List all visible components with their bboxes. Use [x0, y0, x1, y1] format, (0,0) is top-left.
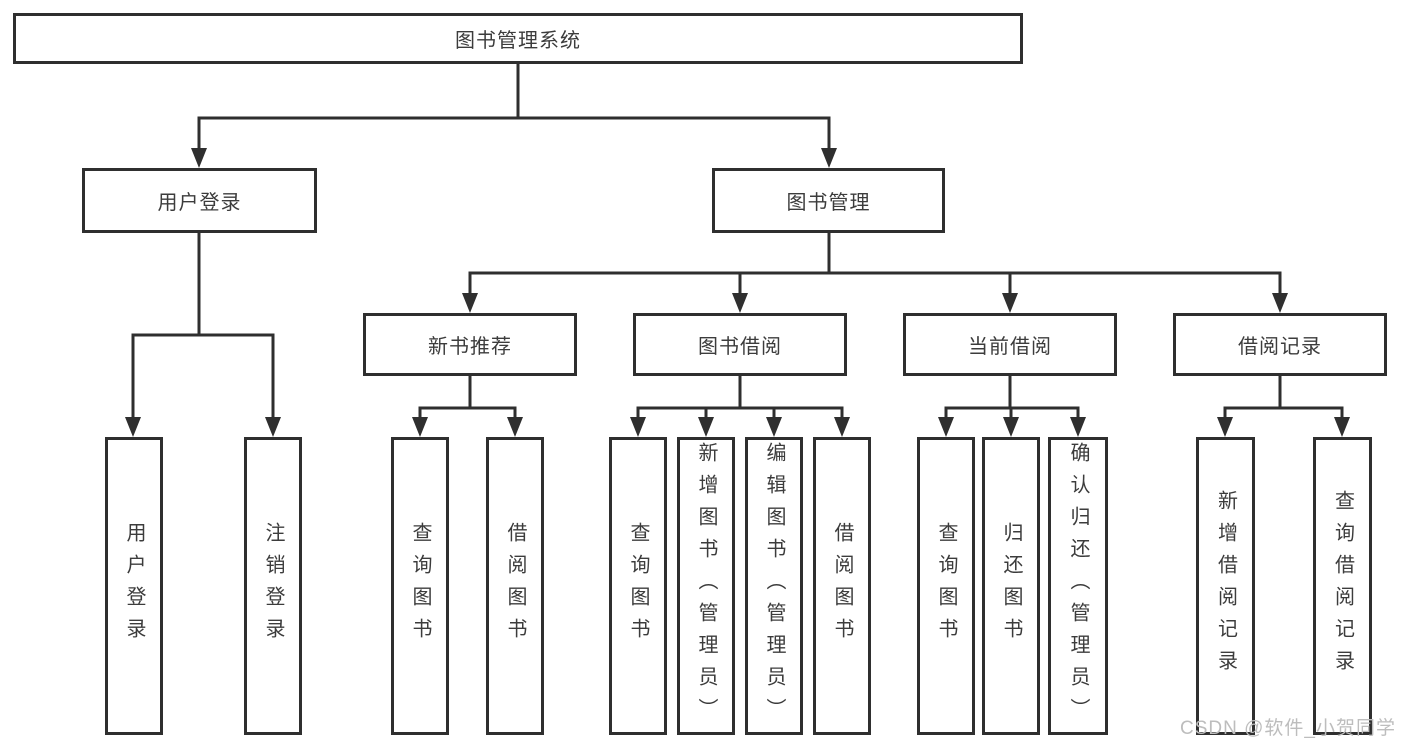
node-user-login: 用户登录: [82, 168, 317, 233]
leaf-bb-query-books-label: 查询图书: [627, 522, 649, 650]
node-new-book-recommend: 新书推荐: [363, 313, 577, 376]
node-borrow-record-label: 借阅记录: [1238, 336, 1322, 358]
leaf-user-login: 用户登录: [105, 437, 163, 735]
leaf-bb-edit-books-admin: 编辑图书（管理员）: [745, 437, 803, 735]
leaf-nb-borrow-books-label: 借阅图书: [504, 522, 526, 650]
node-library-system: 图书管理系统: [13, 13, 1023, 64]
node-book-management-label: 图书管理: [786, 192, 871, 214]
node-library-system-label: 图书管理系统: [455, 30, 581, 52]
leaf-cb-query-books: 查询图书: [917, 437, 975, 735]
leaf-br-query-record-label: 查询借阅记录: [1331, 490, 1354, 682]
leaf-br-query-record: 查询借阅记录: [1313, 437, 1372, 735]
watermark: CSDN @软件_小贺同学: [1180, 718, 1396, 739]
leaf-cb-confirm-return-admin-label: 确认归还（管理员）: [1067, 442, 1089, 730]
leaf-bb-add-books-admin-label: 新增图书（管理员）: [695, 442, 717, 730]
node-book-borrow-label: 图书借阅: [698, 336, 782, 358]
node-user-login-label: 用户登录: [157, 192, 242, 214]
leaf-br-add-record: 新增借阅记录: [1196, 437, 1255, 735]
node-book-management: 图书管理: [712, 168, 945, 233]
leaf-bb-query-books: 查询图书: [609, 437, 667, 735]
leaf-user-login-label: 用户登录: [123, 522, 145, 650]
arrowheads: [125, 148, 1350, 437]
leaf-nb-query-books-label: 查询图书: [409, 522, 431, 650]
leaf-cb-query-books-label: 查询图书: [935, 522, 957, 650]
node-current-borrow-label: 当前借阅: [968, 336, 1052, 358]
leaf-cb-return-books-label: 归还图书: [1000, 522, 1022, 650]
node-current-borrow: 当前借阅: [903, 313, 1117, 376]
leaf-bb-edit-books-admin-label: 编辑图书（管理员）: [763, 442, 785, 730]
leaf-nb-query-books: 查询图书: [391, 437, 449, 735]
leaf-nb-borrow-books: 借阅图书: [486, 437, 544, 735]
leaf-br-add-record-label: 新增借阅记录: [1214, 490, 1237, 682]
leaf-logout-label: 注销登录: [262, 522, 284, 650]
leaf-cb-confirm-return-admin: 确认归还（管理员）: [1048, 437, 1108, 735]
leaf-bb-borrow-books: 借阅图书: [813, 437, 871, 735]
leaf-bb-add-books-admin: 新增图书（管理员）: [677, 437, 735, 735]
leaf-logout: 注销登录: [244, 437, 302, 735]
node-book-borrow: 图书借阅: [633, 313, 847, 376]
node-new-book-recommend-label: 新书推荐: [428, 336, 512, 358]
leaf-bb-borrow-books-label: 借阅图书: [831, 522, 853, 650]
node-borrow-record: 借阅记录: [1173, 313, 1387, 376]
leaf-cb-return-books: 归还图书: [982, 437, 1040, 735]
